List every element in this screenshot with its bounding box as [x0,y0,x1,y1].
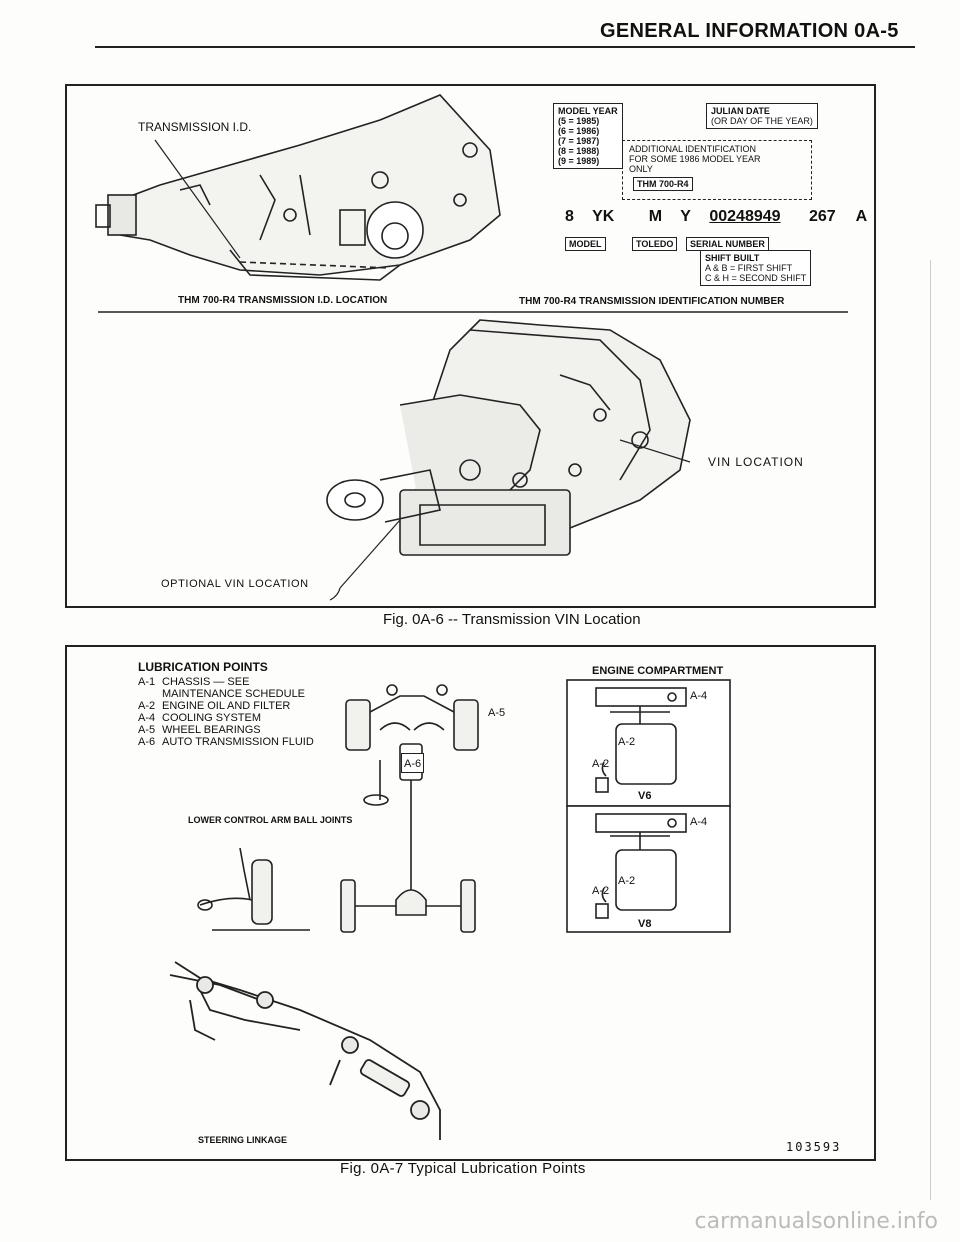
id-separator-code: Y [680,208,691,225]
transmission-id-location-caption: THM 700-R4 TRANSMISSION I.D. LOCATION [178,295,388,306]
julian-date-title: JULIAN DATE [711,106,770,116]
a5-wheel-label: A-5 [488,707,506,719]
a6-tag: A-6 [401,753,425,773]
id-plant-code: M [648,208,663,225]
lube-point-row: A-4 COOLING SYSTEM [138,712,314,724]
lube-point-row: A-2 ENGINE OIL AND FILTER [138,700,314,712]
shift-built-line: C & H = SECOND SHIFT [705,273,807,283]
thm-700r4-tag: THM 700-R4 [633,177,693,191]
model-year-title: MODEL YEAR [558,106,618,116]
transmission-id-label: TRANSMISSION I.D. [138,120,252,134]
v8-a2-upper-label: A-2 [618,875,636,887]
model-year-line: (5 = 1985) [558,116,600,126]
model-year-line: (8 = 1988) [558,146,600,156]
lube-point-text: COOLING SYSTEM [162,712,262,724]
lube-point-row: A-5 WHEEL BEARINGS [138,724,314,736]
additional-id-line: ONLY [629,164,653,174]
lube-point-row: A-1 CHASSIS — SEE [138,676,314,688]
header-rule [95,46,915,48]
front-axle-drawing [340,684,479,933]
engine-compartment-diagrams [566,679,731,933]
id-year-digit: 8 [565,208,574,225]
shift-built-title: SHIFT BUILT [705,253,760,263]
optional-vin-location-label: OPTIONAL VIN LOCATION [161,578,309,590]
lubrication-points-list: A-1 CHASSIS — SEE MAINTENANCE SCHEDULE A… [138,676,314,748]
model-year-line: (9 = 1989) [558,156,600,166]
id-day-code: 267 [809,208,836,225]
lube-point-row: MAINTENANCE SCHEDULE [138,688,314,700]
v6-engine-label: V6 [638,790,652,802]
page-edge-line [930,260,931,1200]
v8-a4-label: A-4 [690,816,708,828]
page-header-title: GENERAL INFORMATION 0A-5 [600,20,899,42]
a6-label: A-6 [404,758,422,770]
lube-point-code: A-1 [138,676,156,688]
steering-linkage-drawing [169,961,441,1140]
lube-point-code: A-4 [138,712,156,724]
lube-point-row: A-6 AUTO TRANSMISSION FLUID [138,736,314,748]
id-shift-code: A [855,208,868,225]
steering-linkage-label: STEERING LINKAGE [198,1135,288,1145]
shift-built-box: SHIFT BUILT A & B = FIRST SHIFT C & H = … [700,250,812,286]
id-serial-code: 00248949 [709,208,781,225]
lube-point-code: A-6 [138,736,156,748]
additional-identification-box: ADDITIONAL IDENTIFICATION FOR SOME 1986 … [622,140,812,200]
id-model-code: YK [592,208,615,225]
v6-a2-lower-label: A-2 [592,758,610,770]
v8-engine-label: V8 [638,918,652,930]
shift-built-line: A & B = FIRST SHIFT [705,263,793,273]
julian-date-box: JULIAN DATE (OR DAY OF THE YEAR) [706,103,818,129]
lube-point-text: CHASSIS — SEE [162,676,250,688]
julian-date-subtitle: (OR DAY OF THE YEAR) [711,116,813,126]
id-code-row: 8 YK M Y 00248949 267 A [565,208,867,226]
transmission-id-number-caption: THM 700-R4 TRANSMISSION IDENTIFICATION N… [519,296,785,307]
model-year-line: (7 = 1987) [558,136,600,146]
lube-point-code: A-2 [138,700,156,712]
v8-a2-lower-label: A-2 [592,885,610,897]
lube-point-text: AUTO TRANSMISSION FLUID [162,736,314,748]
v6-a2-upper-label: A-2 [618,736,636,748]
lubrication-points-title: LUBRICATION POINTS [138,660,268,674]
transmission-vin-drawing [326,319,691,601]
fig-0a7-caption: Fig. 0A-7 Typical Lubrication Points [340,1160,586,1177]
model-tag: MODEL [565,237,606,251]
additional-id-line: FOR SOME 1986 MODEL YEAR [629,154,761,164]
model-year-box: MODEL YEAR (5 = 1985) (6 = 1986) (7 = 19… [553,103,623,169]
lube-point-text: MAINTENANCE SCHEDULE [162,688,306,700]
watermark-text: carmanualsonline.info [694,1209,938,1234]
fig-0a6-caption: Fig. 0A-6 -- Transmission VIN Location [383,611,641,628]
vin-location-label: VIN LOCATION [708,455,804,469]
engine-compartment-title: ENGINE COMPARTMENT [592,665,724,677]
toledo-tag: TOLEDO [632,237,678,251]
additional-id-line: ADDITIONAL IDENTIFICATION [629,144,757,154]
lube-point-text: ENGINE OIL AND FILTER [162,700,291,712]
model-year-line: (6 = 1986) [558,126,600,136]
lube-point-code: A-5 [138,724,156,736]
lube-point-text: WHEEL BEARINGS [162,724,261,736]
transmission-id-drawing [95,94,501,281]
ball-joint-drawing [197,847,310,931]
figure-reference-number: 103593 [786,1140,842,1154]
lower-control-arm-label: LOWER CONTROL ARM BALL JOINTS [188,815,353,825]
v6-a4-label: A-4 [690,690,708,702]
